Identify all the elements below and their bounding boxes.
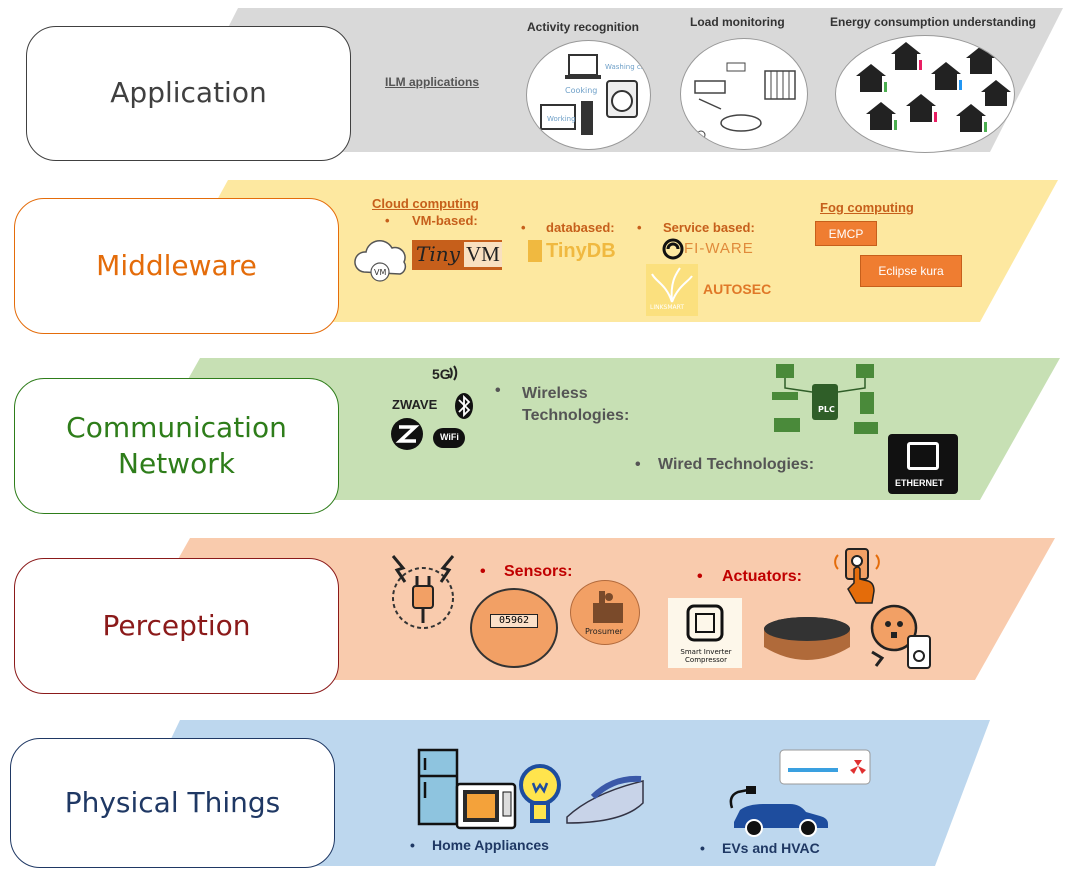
physical-layer-label: Physical Things [10,738,335,868]
databased-bullet: • [521,220,526,235]
tinydb-logo-text: TinyDB [546,240,616,262]
electric-vehicle-icon [729,786,828,837]
linksmart-logo-text: LINKSMART [650,304,685,311]
service-based-bullet: • [637,220,642,235]
eclipse-kura-box: Eclipse kura [860,255,962,287]
fog-computing-label: Fog computing [820,200,914,215]
vm-based-label: VM-based: [412,213,478,228]
sensors-bullet: • [480,563,486,580]
light-bulb-icon [519,764,561,823]
smart-meter-icon: 05962 [470,588,558,668]
ethernet-icon-text: ETHERNET [895,478,944,488]
smart-inverter-icon: Smart Inverter Compressor [668,598,742,668]
meter-display: 05962 [490,614,538,628]
plc-label: PLC [818,405,835,414]
tinydb-logo-icon [528,240,542,262]
perception-layer-label: Perception [14,558,339,694]
actuators-label: Actuators: [722,568,803,585]
middleware-layer-label: Middleware [14,198,339,334]
databased-label: databased: [546,220,615,235]
wired-technologies-label: Wired Technologies: [658,456,815,473]
vm-cloud-text: VM [374,268,386,277]
ethernet-icon: ETHERNET [888,434,958,494]
evs-hvac-bullet: • [700,840,705,856]
ethernet-port-icon [907,442,939,470]
wifi-icon: WiFi [433,428,465,448]
microwave-icon [455,782,517,830]
prosumer-caption: Prosumer [585,627,623,636]
energy-understanding-illustration [835,35,1015,153]
zigbee-icon [391,418,423,450]
prosumer-icon: Prosumer [570,580,640,645]
smart-hub-icon [764,617,850,660]
5g-waves-icon [449,365,458,381]
actuators-bullet: • [697,568,703,585]
wireless-technologies-label: Wireless Technologies: [522,385,630,425]
sensors-label: Sensors: [504,563,573,580]
vm-based-bullet: • [385,213,390,228]
refrigerator-icon [417,748,459,826]
fiware-logo-text: FI-WARE [684,240,754,257]
load-monitoring-label: Load monitoring [690,15,785,29]
cloud-computing-label: Cloud computing [372,196,479,211]
tinyvm-logo: Tiny VM [412,240,502,270]
activity-recognition-illustration: Cooking Washing clothes Working [526,40,651,150]
working-caption: Working [547,115,576,123]
service-based-label: Service based: [663,220,755,235]
power-plug-icon [391,555,455,629]
smart-socket-icon [870,604,931,669]
activity-recognition-label: Activity recognition [527,20,640,34]
evs-hvac-label: EVs and HVAC [722,840,820,856]
wired-bullet: • [635,456,641,473]
fiware-logo-icon [662,238,684,260]
emcp-box: EMCP [815,221,877,246]
vm-cloud-icon: VM [354,240,407,282]
smart-inverter-caption: Smart Inverter Compressor [680,648,732,664]
wifi-icon-text: WiFi [440,432,459,442]
cooking-caption: Cooking [565,86,597,95]
plc-network-icon: PLC [772,364,878,434]
clothes-iron-icon [566,775,644,824]
home-appliances-label: Home Appliances [432,837,549,853]
linksmart-logo: LINKSMART [646,264,698,316]
application-layer-label: Application [26,26,351,161]
tinyvm-logo-vm: VM [464,242,502,267]
bluetooth-icon [455,393,473,419]
washing-caption: Washing clothes [605,63,651,71]
air-conditioner-icon [779,749,871,785]
load-monitoring-illustration [680,38,808,150]
tinyvm-logo-tiny: Tiny [416,242,460,266]
home-appliances-bullet: • [410,837,415,853]
ilm-applications-label: ILM applications [385,75,480,89]
energy-understanding-label: Energy consumption understanding [830,15,1037,29]
autosec-logo-text: AUTOSEC [703,281,772,297]
communication-layer-label: Communication Network [14,378,339,514]
zwave-icon: ZWAVE [392,397,438,412]
